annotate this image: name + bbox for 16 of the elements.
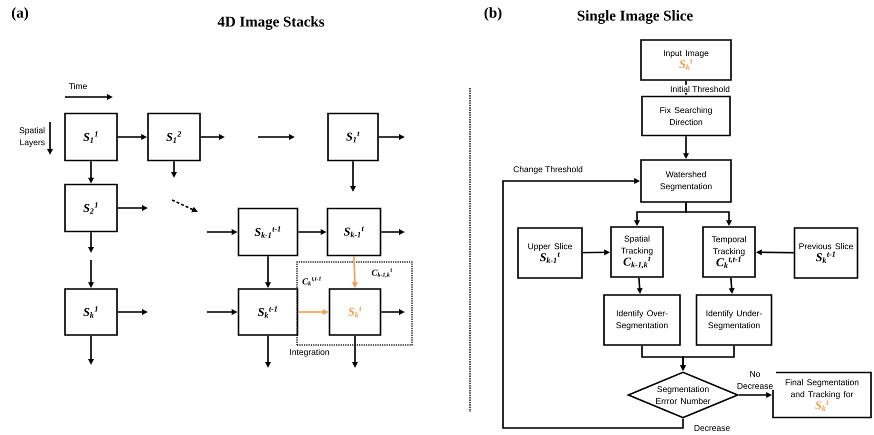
node-label: Integration	[290, 348, 329, 357]
edge-label: No Decrease	[734, 370, 776, 390]
axis-label: Spatial Layers	[20, 127, 45, 147]
text-label: Change Threshold	[514, 166, 582, 174]
arrow	[502, 178, 684, 429]
edge-label: Decrease	[692, 424, 732, 432]
heading: (b)	[484, 7, 502, 21]
text-label: Time	[68, 82, 87, 90]
heading: 4D Image Stacks	[218, 16, 324, 30]
process-box: Identify Under-Segmentation	[696, 294, 772, 346]
process-box: Fix Searching Direction	[641, 96, 731, 136]
process-box: Watershed Segmentation	[640, 159, 732, 203]
edge-label: Initial Threshold	[669, 84, 731, 94]
heading: Single Image Slice	[578, 10, 693, 24]
process-box: Identify Over-Segmentation	[603, 294, 681, 346]
heading: (a)	[12, 7, 28, 21]
